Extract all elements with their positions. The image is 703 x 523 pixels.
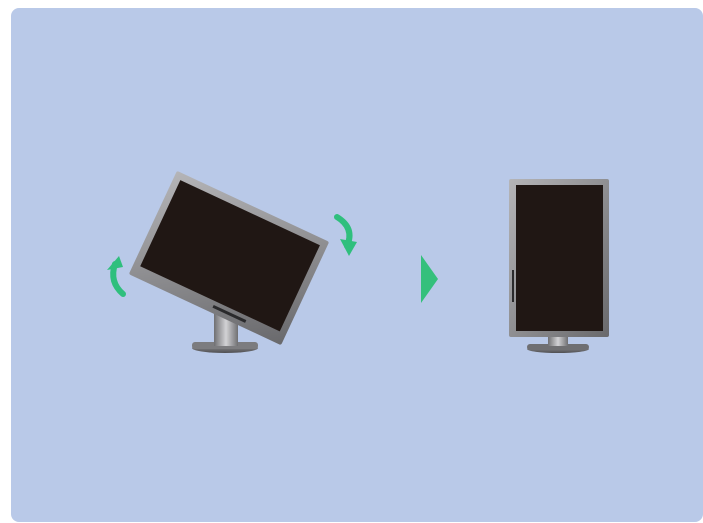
portrait-monitor-buttons (512, 270, 514, 302)
rotation-diagram (11, 8, 703, 522)
diagram-panel (11, 8, 703, 522)
portrait-monitor-screen (516, 185, 603, 331)
portrait-monitor (509, 179, 609, 353)
